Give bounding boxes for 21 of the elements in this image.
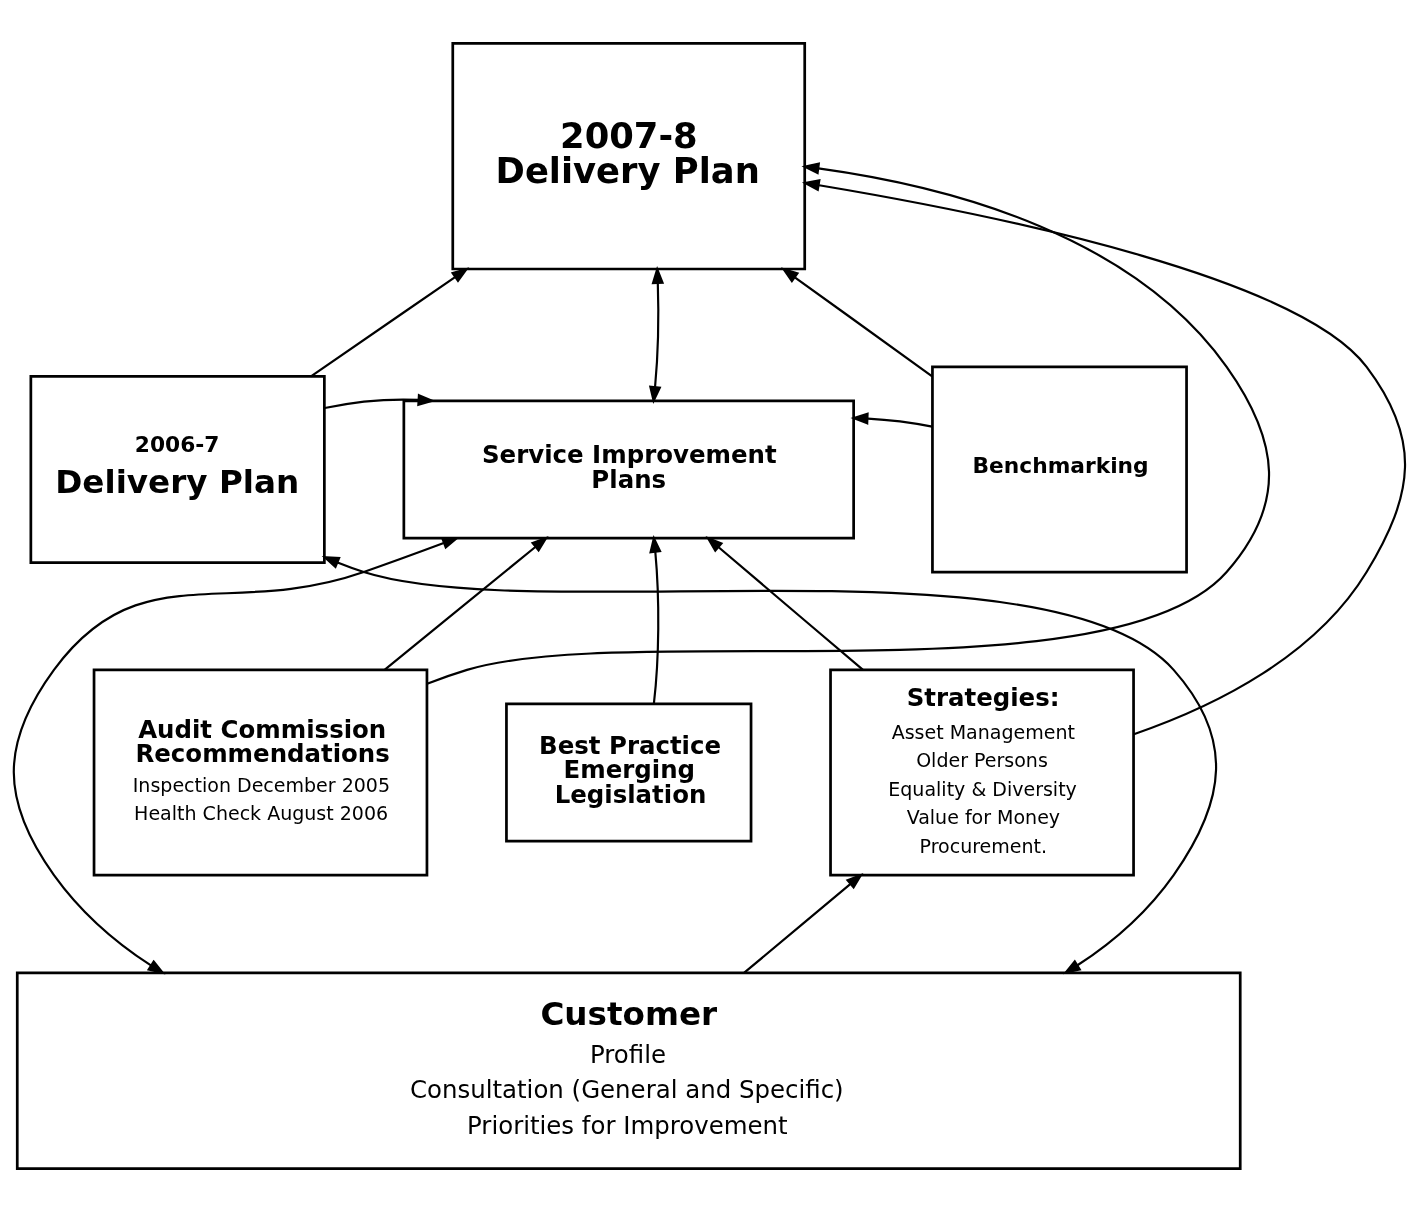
arrow	[850, 411, 933, 428]
arrow	[324, 393, 436, 409]
arrow	[426, 161, 1270, 685]
node-box: Audit Commission Recommendations Inspection December 2005 Health Check August 2006	[92, 668, 429, 876]
node-box: 2007-8 Delivery Plan	[451, 41, 807, 270]
node-box: 2006-7 Delivery Plan	[29, 374, 326, 564]
arrow	[648, 265, 665, 404]
arrow	[780, 266, 933, 377]
arrow	[705, 535, 864, 670]
arrow	[321, 555, 1217, 974]
node-box: Service Improvement Plans	[402, 398, 855, 539]
arrow	[743, 872, 864, 974]
node-box: Strategies: Asset Management Older Persons Equality & Diversity Value for Money Procurement.	[829, 668, 1135, 876]
arrow	[310, 266, 470, 377]
arrow	[12, 536, 460, 974]
arrow	[384, 535, 549, 671]
arrow	[649, 534, 662, 704]
node-box: Benchmarking	[931, 364, 1188, 573]
arrow	[801, 178, 1406, 735]
node-box: Customer Profile Consultation (General and Specific) Priorities for Improvement	[15, 971, 1242, 1170]
node-box: Best Practice Emerging Legislation	[505, 702, 753, 842]
